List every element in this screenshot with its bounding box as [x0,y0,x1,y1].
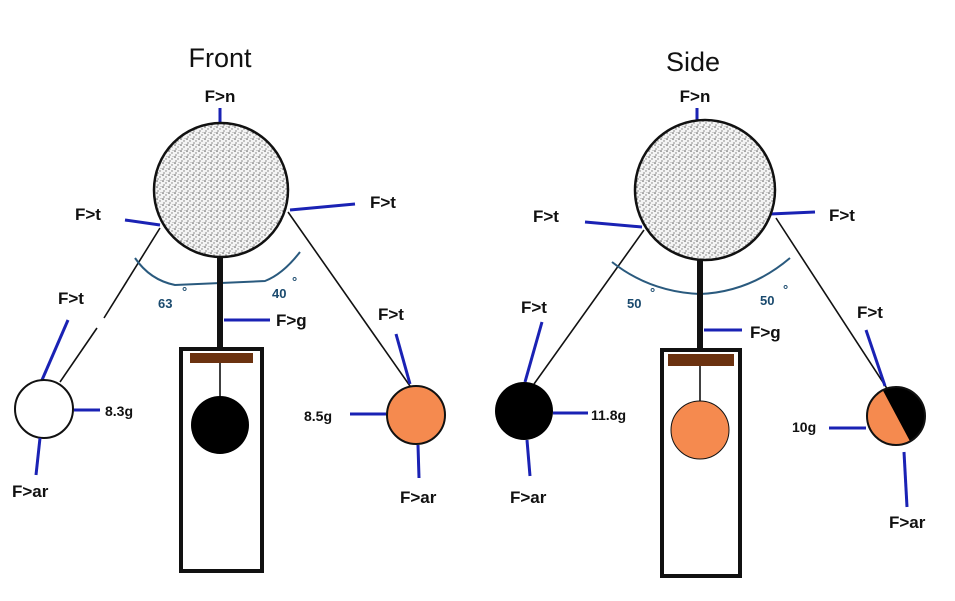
side-title: Side [666,47,720,77]
front-tension-right-vector [289,202,356,212]
front-left-ball-tension-label: F>t [58,289,84,308]
side-left-ball-tension-vector [523,321,544,383]
side-tension-right-vector [769,210,816,216]
side-sphere [633,118,777,262]
front-thread-left-upper [103,227,161,319]
front-right-ball-air-vector [416,444,421,479]
front-gravity-label: F>g [276,311,307,330]
front-left-ball [14,379,74,439]
side-angle-left: 50 [627,296,641,311]
front-thread-left-lower [59,327,98,383]
degree-mark-icon: ° [650,285,655,300]
front-left-ball-air-vector [34,437,42,476]
front-right-ball-mass: 8.5g [304,408,332,424]
side-right-ball-outline [866,386,926,446]
degree-mark-icon: ° [292,274,297,289]
front-angle-left: 63 [158,296,172,311]
side-right-ball-tension-label: F>t [857,303,883,322]
side-left-ball-air-vector [525,439,532,477]
front-box-lid [190,353,253,363]
side-right-ball-tension-vector [864,329,887,387]
front-title: Front [188,43,252,73]
side-left-ball-mass: 11.8g [591,407,626,423]
side-right-ball-air-label: F>ar [889,513,926,532]
front-tension-right-label: F>t [370,193,396,212]
side-center-ball [670,400,730,460]
degree-mark-icon: ° [182,284,187,299]
front-thread-right [287,211,411,387]
side-thread-right [775,217,889,391]
degree-mark-icon: ° [783,282,788,297]
side-tension-right-label: F>t [829,206,855,225]
front-right-ball-tension-vector [394,333,412,385]
front-sphere [152,121,290,259]
front-right-ball-tension-label: F>t [378,305,404,324]
front-right-ball [386,385,446,445]
front-center-ball [191,396,249,454]
front-right-ball-air-label: F>ar [400,488,437,507]
side-normal-label: F>n [680,87,711,106]
side-tension-left-label: F>t [533,207,559,226]
side-thread-left [533,229,645,385]
side-right-ball-mass: 10g [792,419,816,435]
front-tension-left-vector [124,218,161,227]
side-box-lid [668,354,734,366]
front-left-ball-air-label: F>ar [12,482,49,501]
side-box [660,348,742,578]
front-angle-right: 40 [272,286,286,301]
side-left-ball-air-label: F>ar [510,488,547,507]
front-left-ball-mass: 8.3g [105,403,133,419]
front-tension-left-label: F>t [75,205,101,224]
front-normal-label: F>n [205,87,236,106]
side-left-ball [495,382,553,440]
side-view: Side F>n F>t F>t 50 ° 50 ° F>g F>t [495,47,926,578]
side-angle-right: 50 [760,293,774,308]
front-box [179,347,264,573]
front-view: Front F>n F>t F>t 63 ° 40 ° F>g F>t [12,43,446,573]
side-tension-left-vector [584,220,643,229]
side-right-ball-air-vector [902,451,909,508]
side-gravity-label: F>g [750,323,781,342]
side-left-ball-tension-label: F>t [521,298,547,317]
front-left-ball-tension-vector [40,319,70,381]
